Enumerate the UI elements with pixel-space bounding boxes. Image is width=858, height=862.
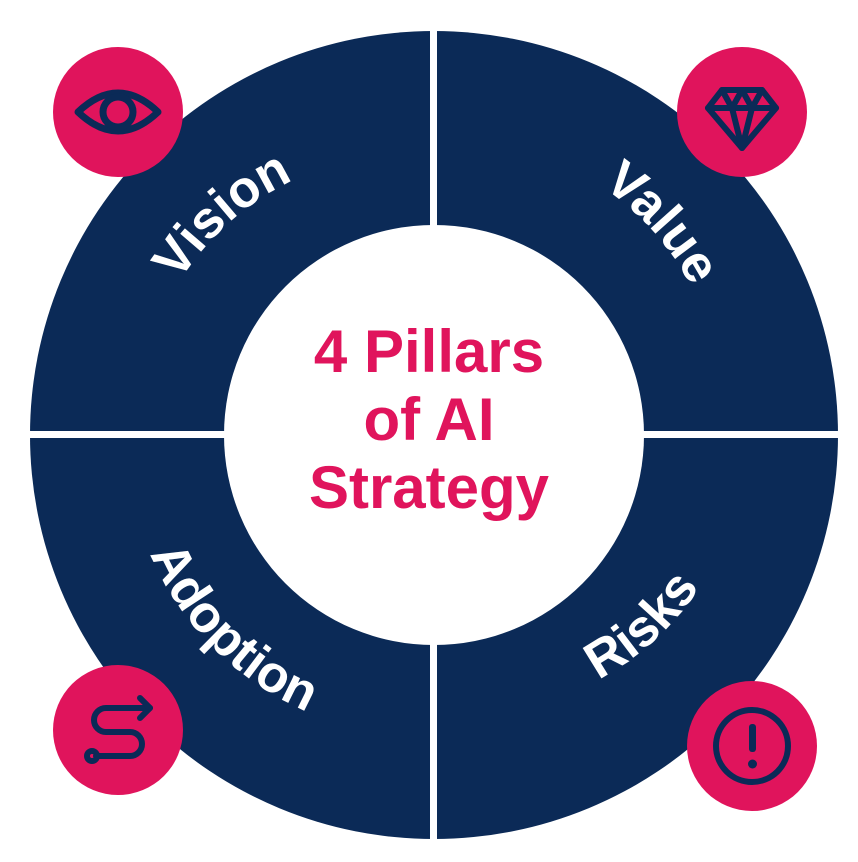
path-arrow-icon: [53, 665, 183, 795]
eye-icon: [53, 47, 183, 177]
center-title-line-3: Strategy: [308, 454, 550, 521]
horizontal-divider: [20, 431, 850, 438]
center-title-line-1: 4 Pillars: [313, 318, 545, 385]
exclamation-icon: [687, 681, 817, 811]
center-title-line-2: of AI: [363, 386, 495, 453]
diamond-icon: [677, 47, 807, 177]
center-title: 4 Pillars of AI Strategy: [234, 318, 624, 522]
